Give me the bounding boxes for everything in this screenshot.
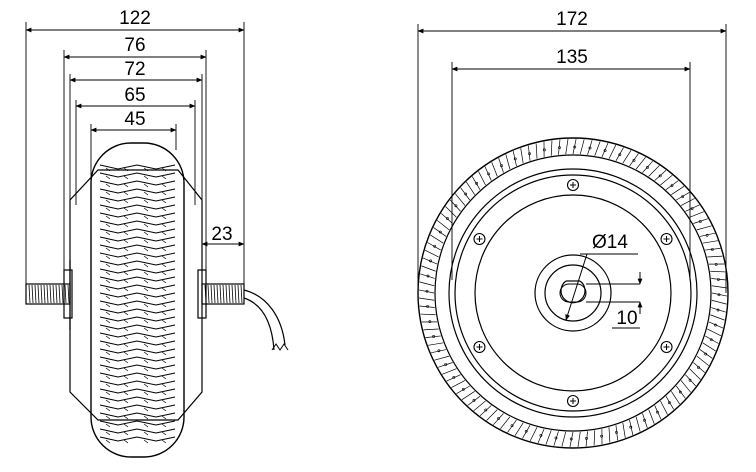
left-axle-stub (25, 283, 71, 305)
side-dimensions: 122 76 72 65 45 23 (25, 8, 245, 284)
dim-hub-inner: 72 (124, 59, 145, 80)
dim-tread-width: 45 (124, 109, 145, 130)
side-view: 122 76 72 65 45 23 (25, 8, 289, 458)
dim-axle-stub: 23 (211, 224, 232, 245)
center-boss (534, 254, 612, 332)
dim-tire-diameter: 172 (556, 9, 588, 30)
front-dimensions: 172 135 Ø14 10 (417, 9, 727, 329)
hub-cover-circle (474, 194, 672, 392)
dim-overall-axle: 122 (119, 8, 151, 29)
dim-hub-diameter: 135 (556, 47, 588, 68)
hub-bolts (473, 178, 673, 408)
right-axle-stub (201, 283, 245, 305)
hub-outer-circle (448, 168, 698, 418)
dim-hub-outer: 76 (124, 35, 145, 56)
hub-body (63, 169, 207, 421)
tire-side (90, 142, 185, 458)
tread-ring (418, 138, 728, 448)
dim-flat-width: 10 (616, 308, 637, 329)
cable (243, 289, 289, 351)
front-view: 172 135 Ø14 10 (417, 9, 729, 449)
tire-inner-circle (434, 154, 712, 432)
dim-rim-width: 65 (124, 85, 145, 106)
dim-shaft-diameter: Ø14 (592, 232, 628, 253)
